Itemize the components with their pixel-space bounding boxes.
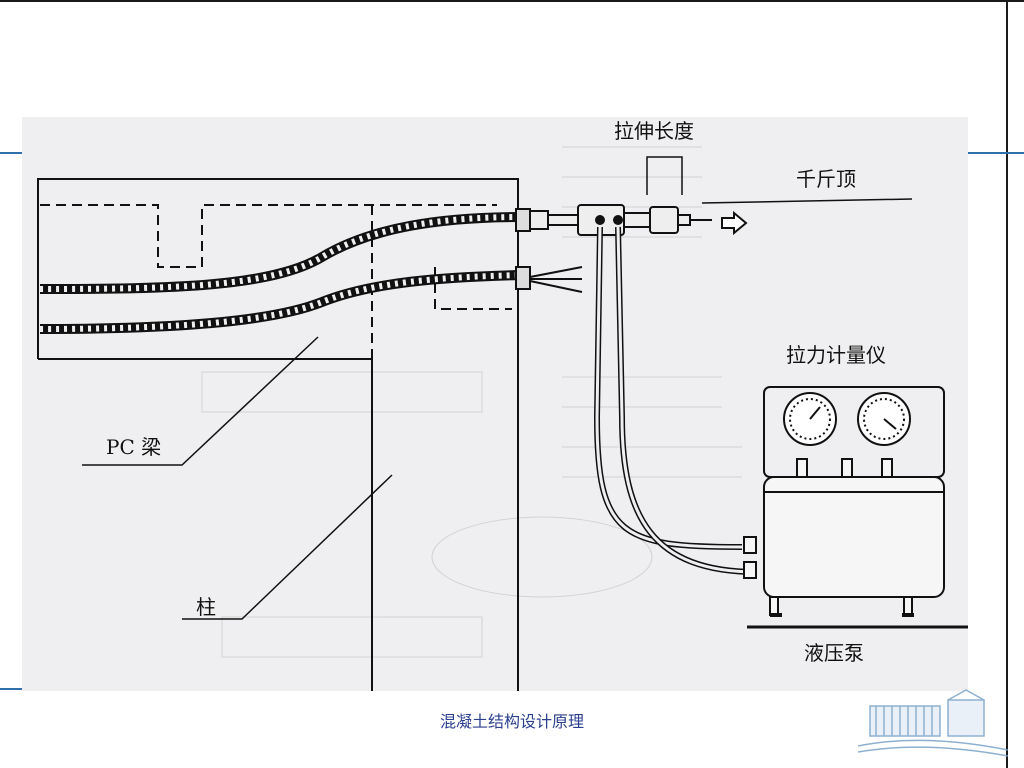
right-arrow-icon (721, 210, 748, 236)
tendon-lower (39, 270, 523, 334)
top-border (0, 0, 1024, 2)
leader-lines (82, 336, 393, 620)
pressure-gauge-right (857, 392, 911, 446)
jack (529, 204, 712, 236)
anchors (515, 208, 583, 293)
dynamometer-label: 拉力计量仪 (786, 343, 886, 367)
footer-caption: 混凝土结构设计原理 (439, 712, 584, 731)
jack-pointer-line (701, 198, 913, 204)
left-accent-line-bottom (0, 688, 22, 690)
pc-beam-label: PC 梁 (106, 435, 162, 459)
right-accent-line-top (968, 152, 1024, 154)
hydraulic-hoses (593, 226, 758, 575)
stretch-length-marker (646, 156, 683, 195)
building-logo-icon (857, 688, 1009, 758)
column-label: 柱 (196, 595, 216, 619)
left-accent-line-top (0, 152, 22, 154)
background-bleed-through (201, 146, 742, 658)
jack-label: 千斤顶 (796, 167, 856, 191)
hydraulic-pump (743, 386, 968, 629)
prestress-tensioning-figure: 拉伸长度 千斤顶 拉力计量仪 PC 梁 柱 液压泵 (22, 117, 968, 691)
stretch-length-label: 拉伸长度 (614, 119, 694, 143)
figure-drawing (37, 146, 968, 691)
pc-beam-outline (37, 178, 519, 691)
tendon-upper (39, 212, 523, 294)
hydraulic-pump-label: 液压泵 (804, 641, 864, 665)
right-border (1006, 0, 1008, 768)
pressure-gauge-left (783, 392, 837, 446)
